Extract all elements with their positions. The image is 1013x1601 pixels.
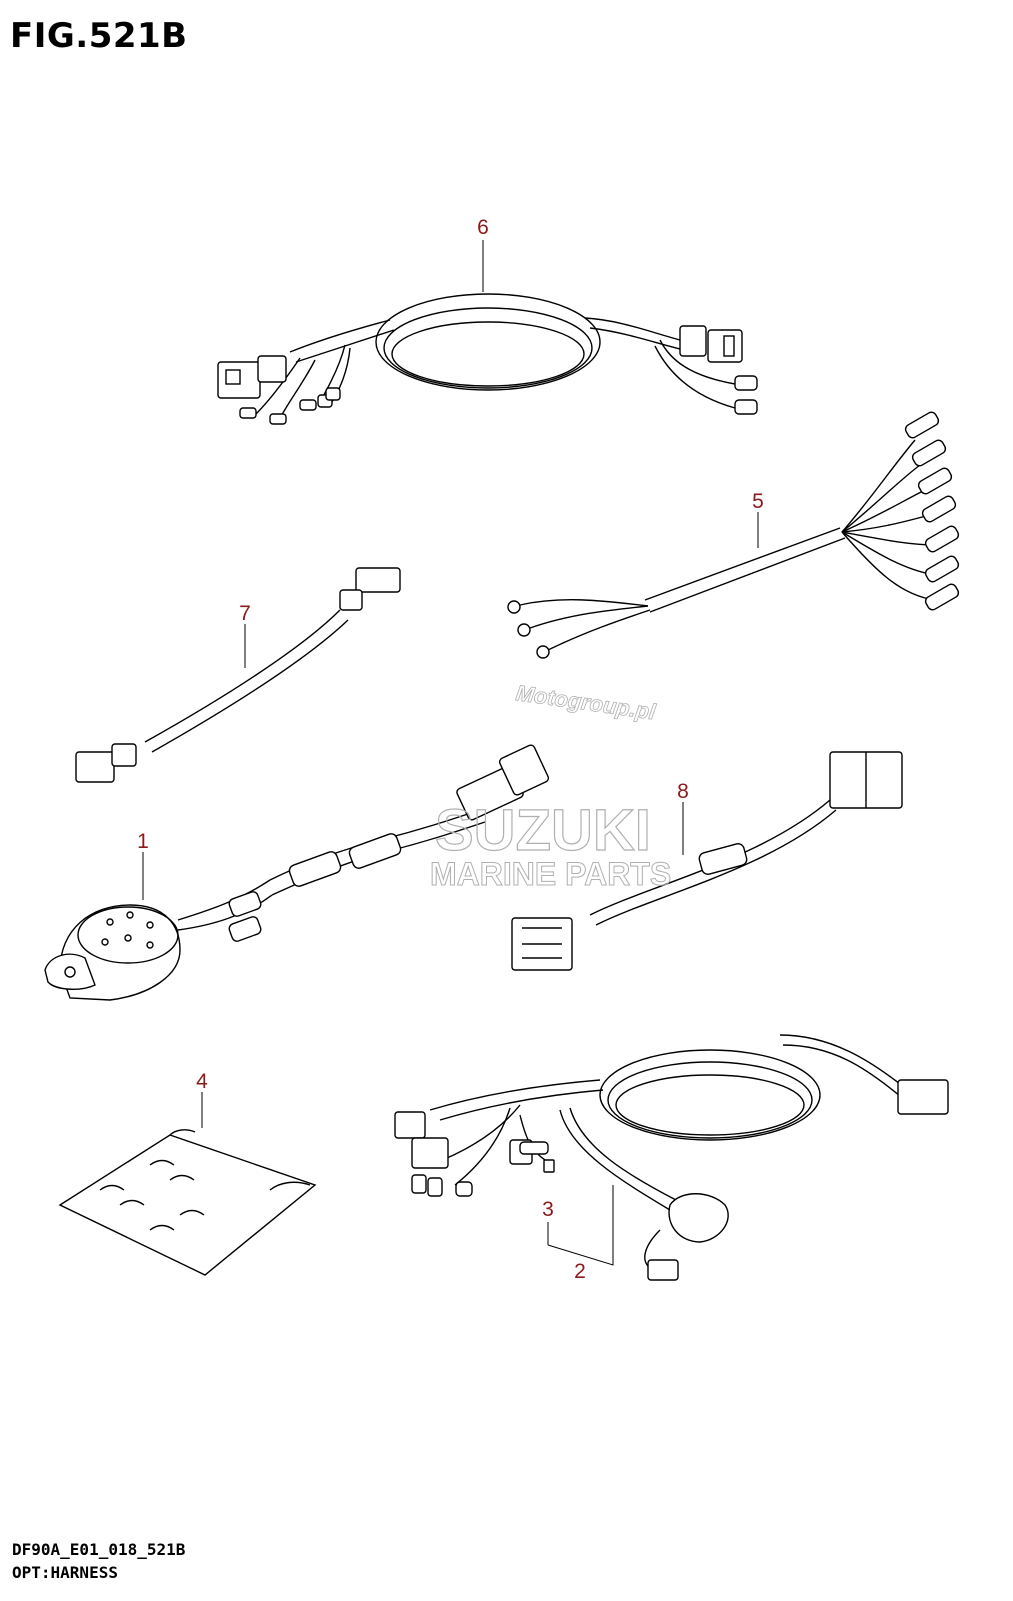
buzzer-1-connectors xyxy=(228,744,550,942)
figure-title: FIG.521B xyxy=(10,16,188,56)
harness-6-left-connector xyxy=(217,355,341,425)
harness-7[interactable] xyxy=(144,609,349,753)
callout-8: 8 xyxy=(677,780,689,803)
footer-code: DF90A_E01_018_521B xyxy=(12,1540,186,1559)
callout-7: 7 xyxy=(239,602,251,625)
harness-6[interactable] xyxy=(254,293,736,419)
fuse-3[interactable] xyxy=(543,1159,555,1173)
callout-6: 6 xyxy=(477,216,489,239)
harness-8-connectors xyxy=(511,751,903,971)
harness-2-connectors xyxy=(394,1079,949,1281)
harness-6-right-connector xyxy=(679,325,758,415)
harness-2[interactable] xyxy=(429,1034,906,1269)
callout-5: 5 xyxy=(752,490,764,513)
harness-5[interactable] xyxy=(519,439,936,651)
callout-3: 3 xyxy=(542,1198,554,1221)
leader-lines xyxy=(142,240,759,1266)
watermark-tagline: MARINE PARTS xyxy=(430,856,671,892)
bag-4[interactable] xyxy=(58,1129,317,1276)
watermark-site: Motogroup.pl xyxy=(514,680,657,724)
callout-1: 1 xyxy=(137,830,149,853)
callout-2: 2 xyxy=(574,1260,586,1283)
callout-4: 4 xyxy=(196,1070,208,1093)
watermark-brand: SUZUKI xyxy=(435,798,651,863)
footer-name: OPT:HARNESS xyxy=(12,1563,118,1582)
buzzer-1[interactable] xyxy=(44,809,486,1001)
harness-7-connectors xyxy=(75,567,401,783)
harness-5-terminals xyxy=(507,411,960,659)
